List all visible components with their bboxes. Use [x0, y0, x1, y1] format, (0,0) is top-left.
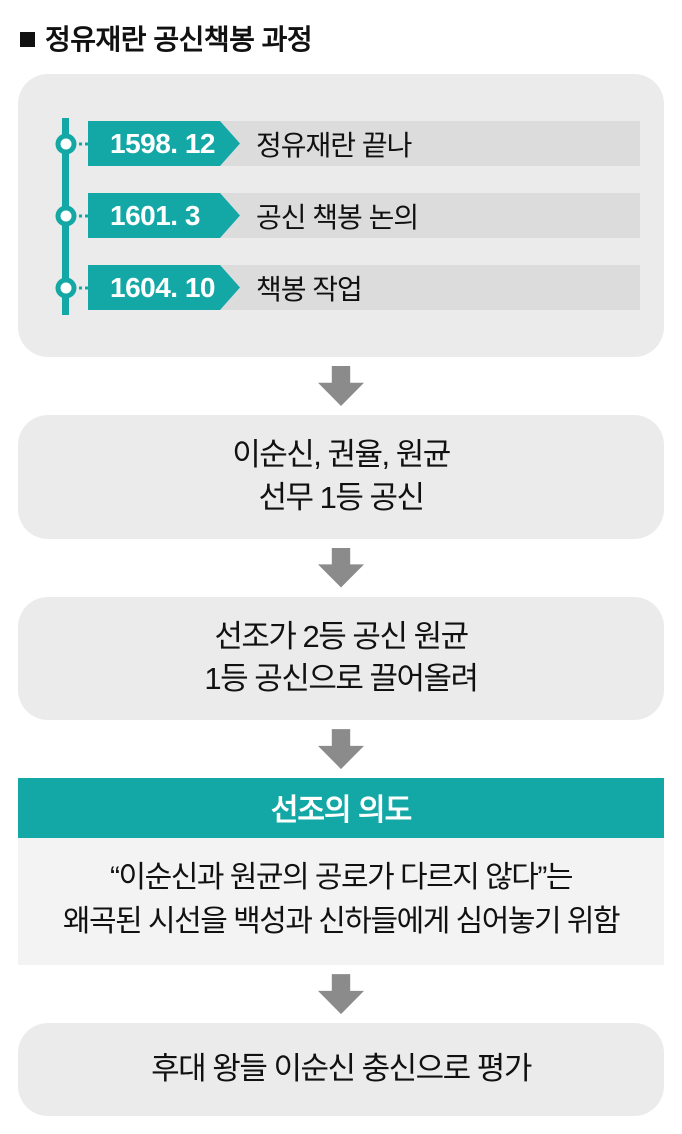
timeline-item: 1598. 12 정유재란 끝나: [55, 121, 640, 166]
intent-section-body: “이순신과 원균의 공로가 다르지 않다”는 왜곡된 시선을 백성과 신하들에게…: [18, 838, 664, 966]
page-title: 정유재란 공신책봉 과정: [45, 24, 313, 55]
flow-box-line: 선조가 2등 공신 원균: [214, 618, 469, 654]
flow-box-line: 선무 1등 공신: [258, 479, 425, 515]
flow-box-line: 1등 공신으로 끌어올려: [204, 661, 479, 697]
timeline-dot-icon: [55, 133, 77, 154]
intent-body-line: 왜곡된 시선을 백성과 신하들에게 심어놓기 위함: [62, 904, 621, 938]
timeline-date-badge: 1598. 12: [88, 121, 240, 166]
timeline-label: 공신 책봉 논의: [256, 201, 419, 233]
timeline-item: 1601. 3 공신 책봉 논의: [55, 193, 640, 238]
flow-box-legacy: 후대 왕들 이순신 충신으로 평가: [18, 1023, 664, 1116]
timeline-dot-icon: [55, 205, 77, 226]
flow-box-line: 후대 왕들 이순신 충신으로 평가: [151, 1051, 532, 1087]
timeline-panel: 1598. 12 정유재란 끝나 1601. 3 공신 책봉 논의 1604. …: [18, 74, 664, 357]
intent-section: 선조의 의도 “이순신과 원균의 공로가 다르지 않다”는 왜곡된 시선을 백성…: [18, 778, 664, 966]
down-arrow-icon: [318, 366, 364, 406]
flow-box-seonjo-promotion: 선조가 2등 공신 원균 1등 공신으로 끌어올려: [18, 596, 664, 721]
down-arrow-icon: [318, 547, 364, 588]
flow-box-line: 이순신, 권율, 원균: [232, 437, 451, 472]
down-arrow-icon: [318, 729, 364, 770]
timeline-item: 1604. 10 책봉 작업: [55, 265, 640, 310]
flow-box-sunmu-gongsin: 이순신, 권율, 원균 선무 1등 공신: [18, 415, 664, 539]
timeline-dot-icon: [55, 277, 77, 298]
intent-section-header: 선조의 의도: [18, 778, 664, 839]
timeline-label: 책봉 작업: [256, 273, 363, 305]
timeline-date-badge: 1604. 10: [88, 265, 240, 310]
timeline-date-badge: 1601. 3: [88, 193, 240, 238]
page-title-row: 정유재란 공신책봉 과정: [20, 18, 664, 58]
timeline-label: 정유재란 끝나: [256, 129, 412, 161]
down-arrow-icon: [318, 974, 364, 1015]
intent-body-line: “이순신과 원균의 공로가 다르지 않다”는: [110, 861, 573, 895]
square-bullet-icon: [20, 31, 35, 47]
